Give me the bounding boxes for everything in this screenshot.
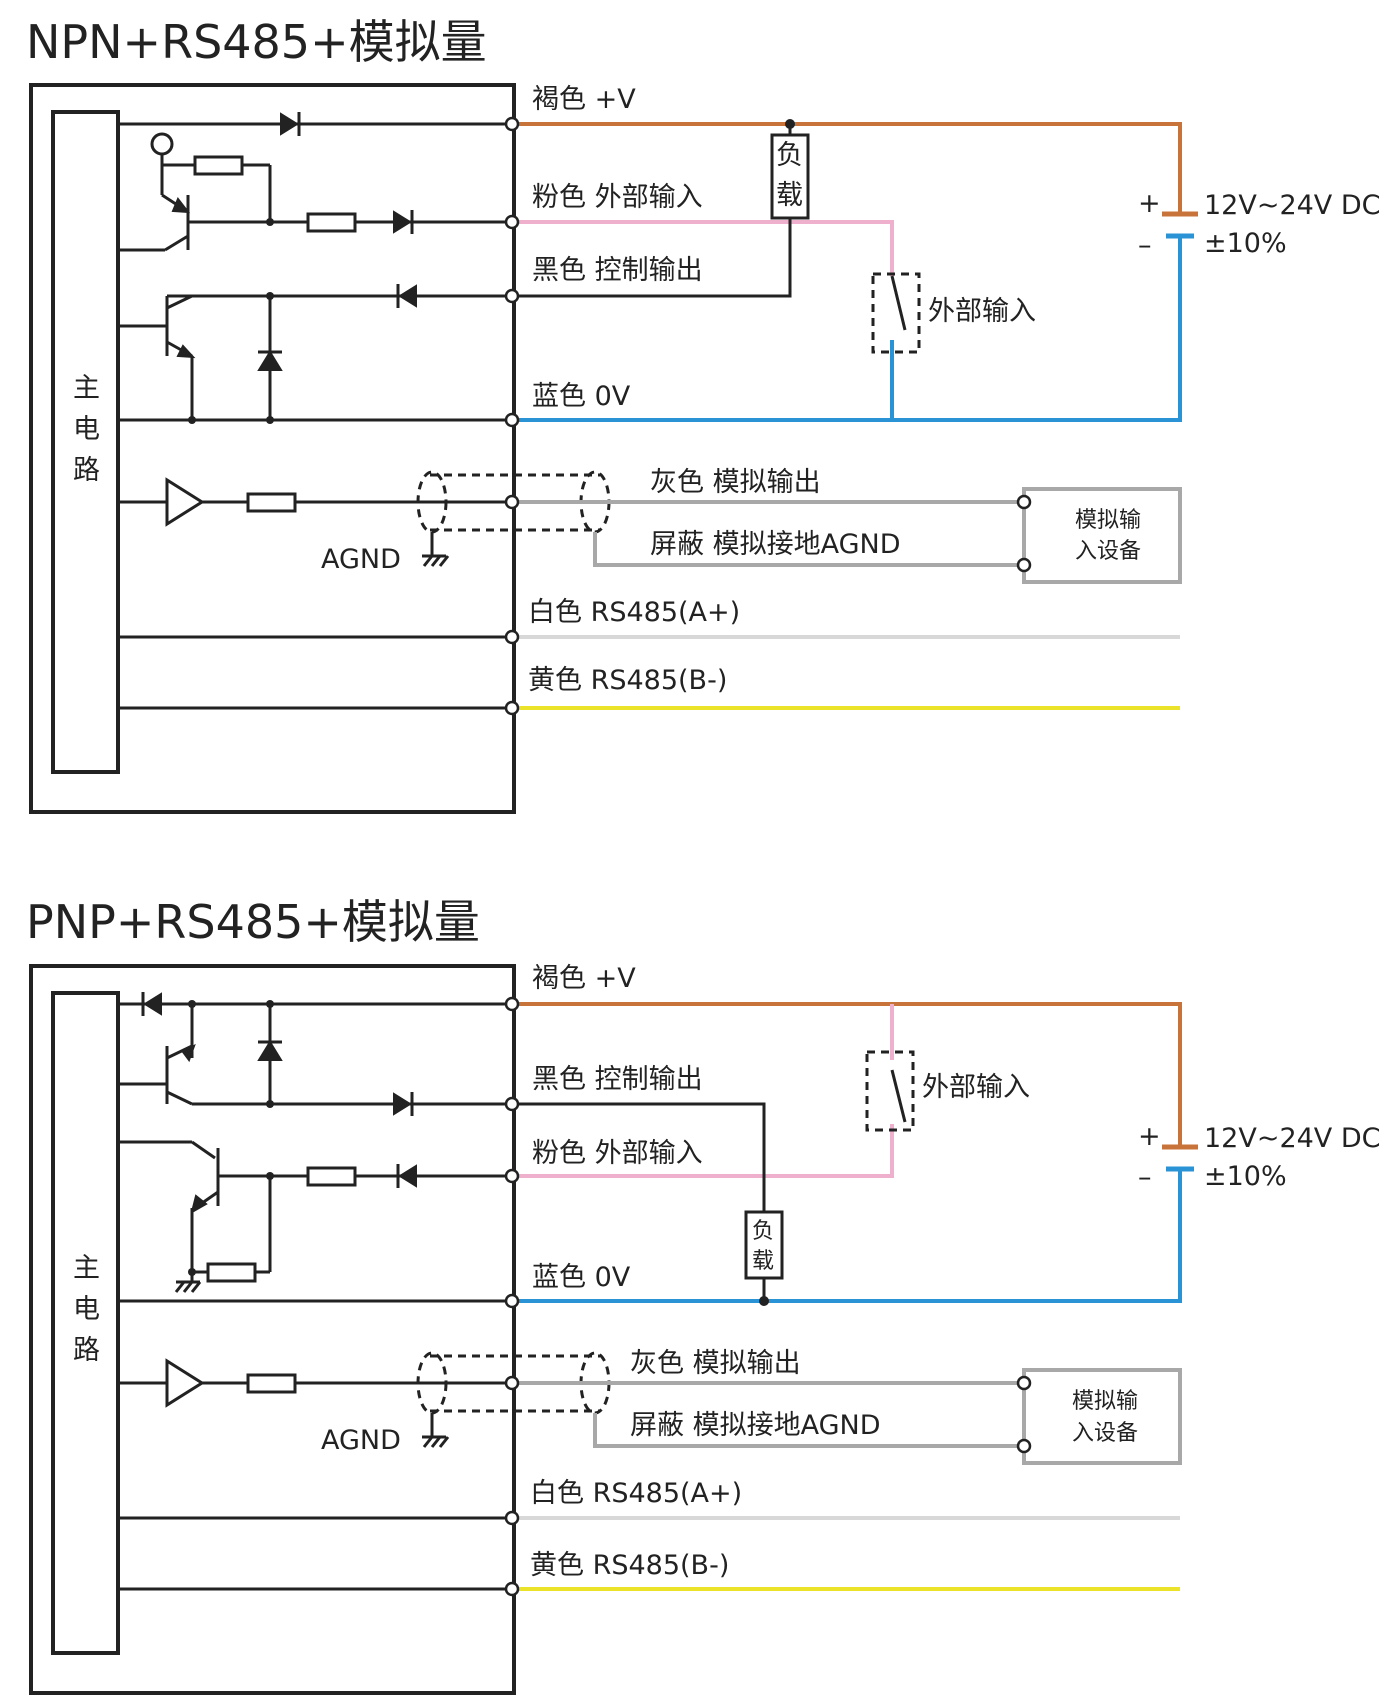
sensor-housing xyxy=(29,964,516,1695)
blue-label: 蓝色 0V xyxy=(532,381,631,412)
diode-icon xyxy=(280,112,299,136)
ground-icon xyxy=(438,1436,450,1448)
external-switch-box xyxy=(871,272,921,354)
internal-circuit xyxy=(118,112,512,710)
supply-voltage: 12V~24V DC xyxy=(1204,190,1381,221)
load-box xyxy=(744,1210,784,1280)
supply-voltage: 12V~24V DC xyxy=(1204,1123,1381,1154)
diode-icon xyxy=(143,992,162,1016)
resistor-icon xyxy=(246,1373,297,1394)
main-circuit-label-1: 主 xyxy=(73,373,100,404)
main-circuit-label-3: 路 xyxy=(73,455,100,486)
shield-cable: AGND xyxy=(321,1351,611,1456)
pnp-diagram: PNP+RS485+模拟量 主 电 路 xyxy=(26,895,1381,1695)
brown-wire xyxy=(512,1002,1182,1147)
load-label-1: 负 xyxy=(776,140,803,171)
main-circuit-block xyxy=(51,110,120,774)
agnd-label: AGND xyxy=(321,1425,401,1456)
load-label-2: 载 xyxy=(776,180,803,211)
pink-wire xyxy=(512,220,894,276)
brown-label: 褐色 +V xyxy=(532,84,636,115)
resistor-icon xyxy=(206,1262,257,1283)
amplifier-icon xyxy=(165,477,205,527)
resistor-icon xyxy=(193,155,244,176)
black-label: 黑色 控制输出 xyxy=(532,255,703,286)
diode-icon xyxy=(398,1164,417,1188)
shield-wire xyxy=(593,532,1022,567)
resistor-icon xyxy=(306,1166,357,1187)
external-switch-box xyxy=(865,1050,915,1132)
external-wires xyxy=(512,1002,1198,1591)
device-label-1: 模拟输 xyxy=(1075,508,1141,533)
black-wire xyxy=(512,1102,766,1212)
supply-minus: – xyxy=(1138,230,1152,261)
sensor-housing xyxy=(29,83,516,814)
main-circuit-label-3: 路 xyxy=(73,1335,100,1366)
diode-icon xyxy=(393,210,412,234)
diagram-title: PNP+RS485+模拟量 xyxy=(26,895,480,949)
pink-label: 粉色 外部输入 xyxy=(532,1138,703,1169)
ground-icon xyxy=(438,555,450,567)
white-label: 白色 RS485(A+) xyxy=(528,597,740,628)
white-label: 白色 RS485(A+) xyxy=(530,1478,742,1509)
pullup-terminal-icon xyxy=(150,132,174,156)
load-label-2: 载 xyxy=(752,1249,774,1274)
external-input-label: 外部输入 xyxy=(928,296,1036,327)
black-wire xyxy=(512,218,792,298)
amplifier-icon xyxy=(165,1358,205,1408)
blue-wire xyxy=(512,236,1182,422)
pink-wire xyxy=(512,1124,894,1178)
pink-label: 粉色 外部输入 xyxy=(532,182,703,213)
main-circuit-block xyxy=(51,991,120,1655)
external-wires xyxy=(512,119,1198,710)
shield-label: 屏蔽 模拟接地AGND xyxy=(630,1410,881,1441)
resistor-icon xyxy=(306,212,357,233)
yellow-label: 黄色 RS485(B-) xyxy=(528,665,727,696)
terminal-nodes xyxy=(504,996,520,1597)
analog-device-box xyxy=(1022,487,1182,584)
shield-label: 屏蔽 模拟接地AGND xyxy=(650,529,901,560)
switch-icon xyxy=(890,275,907,331)
brown-wire xyxy=(512,122,1182,214)
device-label-2: 入设备 xyxy=(1075,539,1141,564)
zener-icon xyxy=(257,1040,283,1061)
diode-icon xyxy=(398,284,417,308)
brown-label: 褐色 +V xyxy=(532,963,636,994)
shield-wire xyxy=(593,1413,1022,1448)
blue-wire xyxy=(512,1169,1182,1303)
device-label-2: 入设备 xyxy=(1072,1421,1138,1446)
supply-minus: – xyxy=(1138,1162,1152,1193)
internal-circuit xyxy=(118,992,512,1591)
main-circuit-label-2: 电 xyxy=(73,414,100,445)
gray-label: 灰色 模拟输出 xyxy=(650,467,821,498)
external-input-label: 外部输入 xyxy=(922,1072,1030,1103)
resistor-icon xyxy=(246,492,297,513)
zener-icon xyxy=(257,350,283,371)
device-label-1: 模拟输 xyxy=(1072,1389,1138,1414)
switch-icon xyxy=(890,1069,907,1123)
agnd-label: AGND xyxy=(321,544,401,575)
blue-label: 蓝色 0V xyxy=(532,1262,631,1293)
supply-tolerance: ±10% xyxy=(1204,228,1287,259)
supply-tolerance: ±10% xyxy=(1204,1161,1287,1192)
main-circuit-label-1: 主 xyxy=(73,1253,100,1284)
load-label-1: 负 xyxy=(752,1219,774,1244)
main-circuit-label-2: 电 xyxy=(73,1294,100,1325)
shield-cable: AGND xyxy=(321,470,611,575)
npn-diagram: NPN+RS485+模拟量 主 电 路 xyxy=(26,15,1381,814)
ground-icon xyxy=(190,1281,202,1293)
supply-plus: + xyxy=(1138,1121,1161,1152)
analog-device-box xyxy=(1022,1368,1182,1465)
supply-plus: + xyxy=(1138,188,1161,219)
gray-label: 灰色 模拟输出 xyxy=(630,1348,801,1379)
yellow-label: 黄色 RS485(B-) xyxy=(530,1550,729,1581)
black-label: 黑色 控制输出 xyxy=(532,1064,703,1095)
terminal-nodes xyxy=(504,116,520,716)
diagram-title: NPN+RS485+模拟量 xyxy=(26,15,487,69)
diode-icon xyxy=(393,1092,412,1116)
